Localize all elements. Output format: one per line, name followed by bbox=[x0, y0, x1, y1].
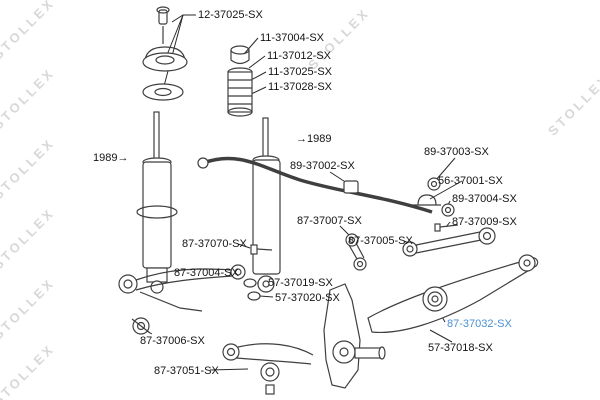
part-label-12-37025[interactable]: 12-37025-SX bbox=[198, 9, 263, 21]
part-label-87-37004[interactable]: 87-37004-SX bbox=[174, 267, 239, 279]
stabilizer-link-drawing bbox=[345, 233, 367, 271]
part-label-89-37002[interactable]: 89-37002-SX bbox=[290, 160, 355, 172]
part-label-87-37032-selected[interactable]: 87-37032-SX bbox=[447, 318, 512, 330]
part-label-56-37001[interactable]: 56-37001-SX bbox=[438, 175, 503, 187]
stabilizer-clamp-drawing bbox=[413, 194, 441, 206]
part-label-89-37003[interactable]: 89-37003-SX bbox=[424, 146, 489, 158]
trailing-arm-drawing bbox=[367, 254, 539, 334]
part-label-87-37005[interactable]: 87-37005-SX bbox=[348, 235, 413, 247]
bump-stop-boot-drawing bbox=[227, 45, 253, 117]
year-note-right: →1989 bbox=[296, 133, 332, 145]
part-label-87-37070[interactable]: 87-37070-SX bbox=[182, 238, 247, 250]
washer-drawing-37020 bbox=[247, 291, 261, 301]
stabilizer-bar-drawing bbox=[197, 156, 433, 214]
stabilizer-bushing-drawing bbox=[427, 177, 441, 191]
knuckle-drawing bbox=[323, 283, 386, 389]
part-label-87-37006[interactable]: 87-37006-SX bbox=[140, 335, 205, 347]
bolt-drawing-37070 bbox=[250, 244, 273, 255]
part-label-11-37012[interactable]: 11-37012-SX bbox=[267, 50, 332, 62]
part-label-57-37019[interactable]: 57-37019-SX bbox=[268, 277, 333, 289]
upper-control-arm-drawing bbox=[402, 227, 496, 257]
washer-drawing-37019 bbox=[243, 278, 257, 288]
part-label-11-37028[interactable]: 11-37028-SX bbox=[268, 81, 333, 93]
part-label-89-37004[interactable]: 89-37004-SX bbox=[452, 193, 517, 205]
bolt-drawing-37009 bbox=[434, 223, 459, 232]
stabilizer-bushing-2-drawing bbox=[441, 203, 455, 217]
part-label-11-37004[interactable]: 11-37004-SX bbox=[260, 32, 325, 44]
part-label-87-37007[interactable]: 87-37007-SX bbox=[297, 215, 362, 227]
part-label-87-37051[interactable]: 87-37051-SX bbox=[154, 365, 219, 377]
left-shock-absorber-drawing bbox=[136, 111, 178, 294]
part-label-57-37018[interactable]: 57-37018-SX bbox=[428, 342, 493, 354]
rear-lower-arm-drawing bbox=[222, 343, 314, 395]
front-lower-arm-drawing bbox=[118, 264, 246, 312]
part-label-87-37009[interactable]: 87-37009-SX bbox=[452, 216, 517, 228]
right-shock-absorber-drawing bbox=[252, 117, 281, 293]
trailing-arm-bushing-drawing bbox=[422, 286, 448, 312]
year-note-left: 1989→ bbox=[93, 152, 129, 164]
part-label-11-37025[interactable]: 11-37025-SX bbox=[268, 66, 333, 78]
bushing-drawing-37006 bbox=[131, 317, 151, 335]
strut-mount-drawing bbox=[142, 6, 188, 101]
part-label-57-37020[interactable]: 57-37020-SX bbox=[275, 292, 340, 304]
